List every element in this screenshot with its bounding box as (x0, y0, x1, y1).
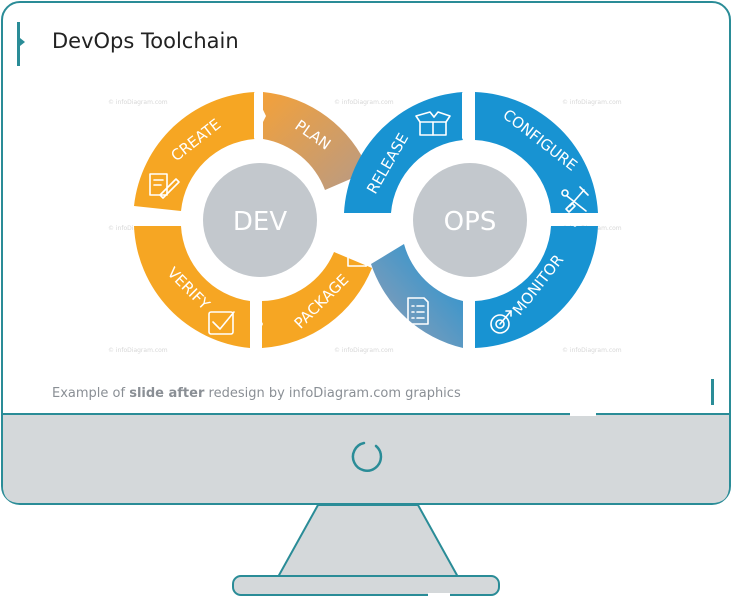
power-button-icon[interactable] (351, 441, 383, 472)
segment-plan (263, 92, 369, 190)
slide-corner-mark (711, 379, 714, 405)
monitor-neck (276, 504, 460, 578)
open-box-icon (415, 111, 451, 136)
monitor-base (232, 575, 500, 596)
box-icon (347, 242, 374, 267)
slide-caption: Example of slide after redesign by infoD… (52, 386, 461, 401)
segment-verify (134, 226, 250, 348)
monitor-chin (3, 414, 729, 503)
segment-create (134, 92, 255, 211)
checkbox-icon (208, 311, 235, 335)
arrow-chevron (552, 213, 596, 227)
document-edit-icon (149, 173, 180, 199)
watermark-text: © infoDiagram.com (562, 347, 622, 354)
watermark-text: © infoDiagram.com (108, 99, 168, 106)
watermark-text: © infoDiagram.com (334, 347, 394, 354)
arrow-chevron (254, 91, 266, 140)
target-chart-icon (490, 310, 512, 334)
watermark-text: © infoDiagram.com (562, 99, 622, 106)
segment-package (262, 252, 372, 348)
ops-hub (413, 163, 527, 277)
arrow-chevron (251, 300, 263, 349)
checklist-icon (407, 297, 429, 325)
base-highlight (428, 593, 450, 596)
segment-checklist (371, 244, 463, 348)
tools-icon (561, 186, 589, 213)
title-accent-notch (20, 38, 25, 46)
watermark-text: © infoDiagram.com (108, 347, 168, 354)
dev-hub-label: DEV (233, 207, 287, 237)
segment-configure (475, 92, 598, 213)
chin-highlight (570, 412, 596, 416)
caption-suffix: redesign by infoDiagram.com graphics (204, 386, 461, 401)
arrow-chevron (462, 91, 474, 140)
ops-hub-label: OPS (444, 207, 497, 237)
dev-hub (203, 163, 317, 277)
title-accent-bar (17, 22, 20, 66)
caption-prefix: Example of (52, 386, 130, 401)
watermark-text: © infoDiagram.com (334, 99, 394, 106)
arrow-chevron (463, 300, 475, 349)
caption-bold: slide after (129, 386, 205, 401)
slide-title: DevOps Toolchain (52, 29, 239, 53)
arrow-chevron (133, 212, 182, 226)
